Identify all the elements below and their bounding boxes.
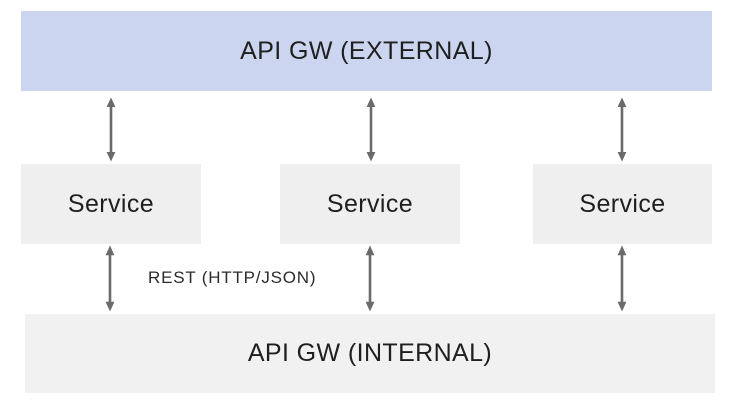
api-gw-external-box: API GW (EXTERNAL): [21, 11, 712, 91]
service-label: Service: [579, 189, 666, 218]
double-arrow-icon: [617, 97, 627, 162]
double-arrow-icon: [106, 97, 116, 162]
double-arrow-icon: [105, 245, 115, 312]
double-arrow-icon: [365, 245, 375, 312]
api-gw-internal-label: API GW (INTERNAL): [247, 339, 493, 367]
service-box-2: Service: [280, 164, 460, 244]
service-box-3: Service: [533, 164, 712, 244]
connection-protocol-label: REST (HTTP/JSON): [148, 268, 317, 287]
service-box-1: Service: [21, 164, 201, 244]
double-arrow-icon: [366, 97, 376, 162]
service-label: Service: [326, 189, 414, 218]
service-label: Service: [67, 189, 155, 218]
double-arrow-icon: [617, 245, 627, 312]
api-gw-external-label: API GW (EXTERNAL): [240, 36, 493, 65]
api-gw-internal-box: API GW (INTERNAL): [25, 314, 715, 393]
